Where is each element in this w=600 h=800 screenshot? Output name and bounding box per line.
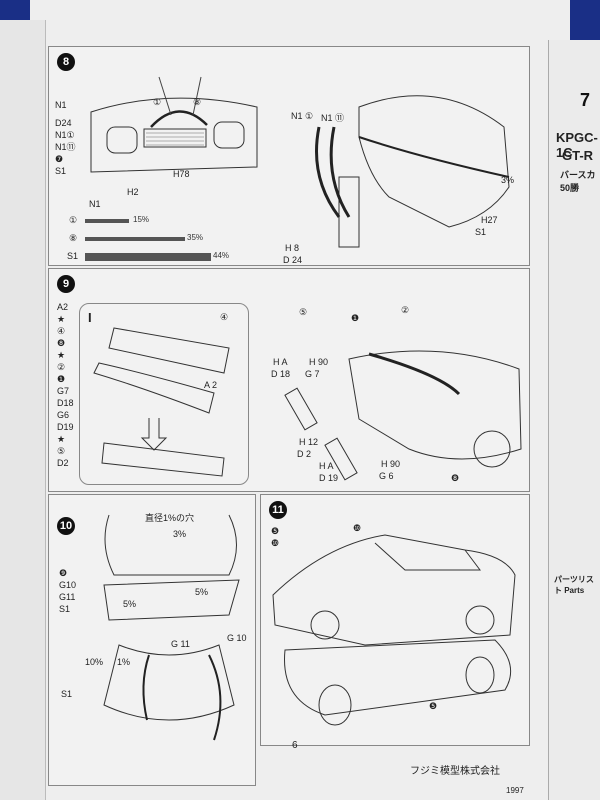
step8-bar3-pct: 44% [213,251,230,260]
step9-ha1: H A [273,357,288,367]
step9-ha2: H A [319,461,334,471]
step10-note: 直径1%の穴 [145,513,195,523]
step8-pct3: 3% [501,175,515,185]
step10-s1: S1 [61,689,73,699]
step9-spoiler-drawing [93,327,230,477]
step9-star2: ② [401,305,410,315]
side-model-line1: KPGC-1C [556,130,598,160]
step11-car-body-drawing [272,534,516,726]
step9-g7: G 7 [305,369,320,379]
step8-bar3-code: S1 [67,251,79,261]
publisher-name: フジミ模型株式会社 [410,766,500,777]
step8-bar3 [85,253,211,261]
step8-number: 8 [57,53,75,71]
right-page-strip [548,40,600,800]
step10-g10: G 10 [227,633,247,643]
step9-number: 9 [57,275,75,293]
step10-trunk-lid-drawing [103,514,240,741]
step8-code8: ⑧ [193,97,202,107]
step10-g11: G 11 [171,639,190,649]
step8-bar2-code: ⑧ [69,233,78,243]
step10-pct5a: 5% [123,599,137,609]
step9-trunk-drawing [284,350,522,481]
step8-h2: H2 [127,187,139,197]
step11-c5: ❺ [429,701,438,711]
step8-bar2-pct: 35% [187,233,204,242]
side-step-number: 7 [580,90,591,110]
step8-h78: H78 [173,169,190,179]
step9-h90b: H 90 [381,459,401,469]
step9-d19: D 19 [319,473,339,483]
step8-h8: H 8 [285,243,300,253]
step10-pct5b: 5% [195,587,209,597]
step9-c1: ❶ [351,313,360,323]
step9-sub-panel: I ④ A 2 [79,303,249,485]
step8-n1b: N1 ⑪ [321,113,345,123]
step8-s1: S1 [475,227,487,237]
step9-g6: G 6 [379,471,394,481]
step9-h12: H 12 [299,437,319,447]
page-number: 6 [292,740,298,751]
step8-bar1 [85,219,129,223]
step9-d2: D 2 [297,449,312,459]
step8-hood-drawing [315,95,510,248]
step8-n1a: N1 ① [291,111,314,121]
side-subtitle: バースカ50勝 [560,170,596,193]
step8-code1: ① [153,97,162,107]
left-page-edge [0,20,46,800]
step11-number: 11 [269,501,287,519]
step10-pct1: 1% [117,657,131,667]
step11-c10: ❿ [353,523,362,533]
step8-bar1-pct: 15% [133,215,150,224]
step9-sub-a2: A 2 [204,380,218,390]
step10-pct10: 10% [85,657,104,667]
step9-sub-star4: ④ [220,312,229,322]
step10-number: 10 [57,517,75,535]
step9-sub-number: I [88,310,92,325]
step9-d18: D 18 [271,369,291,379]
step9-star5: ⑤ [299,307,308,317]
side-model-line2: GT-R [562,148,594,163]
step10-pct3: 3% [173,529,187,539]
step8-bar2 [85,237,185,241]
step8-paint-label: N1 [89,199,101,209]
side-parts-list: パーツリスト Parts [554,575,594,595]
step9-c8: ❽ [451,473,460,483]
step8-d24: D 24 [283,255,303,265]
step8-bar1-code: ① [69,215,78,225]
step9-h90a: H 90 [309,357,329,367]
year-fragment: 1997 [506,786,524,795]
step8-h27: H27 [481,215,498,225]
step8-grille-drawing [90,76,258,173]
